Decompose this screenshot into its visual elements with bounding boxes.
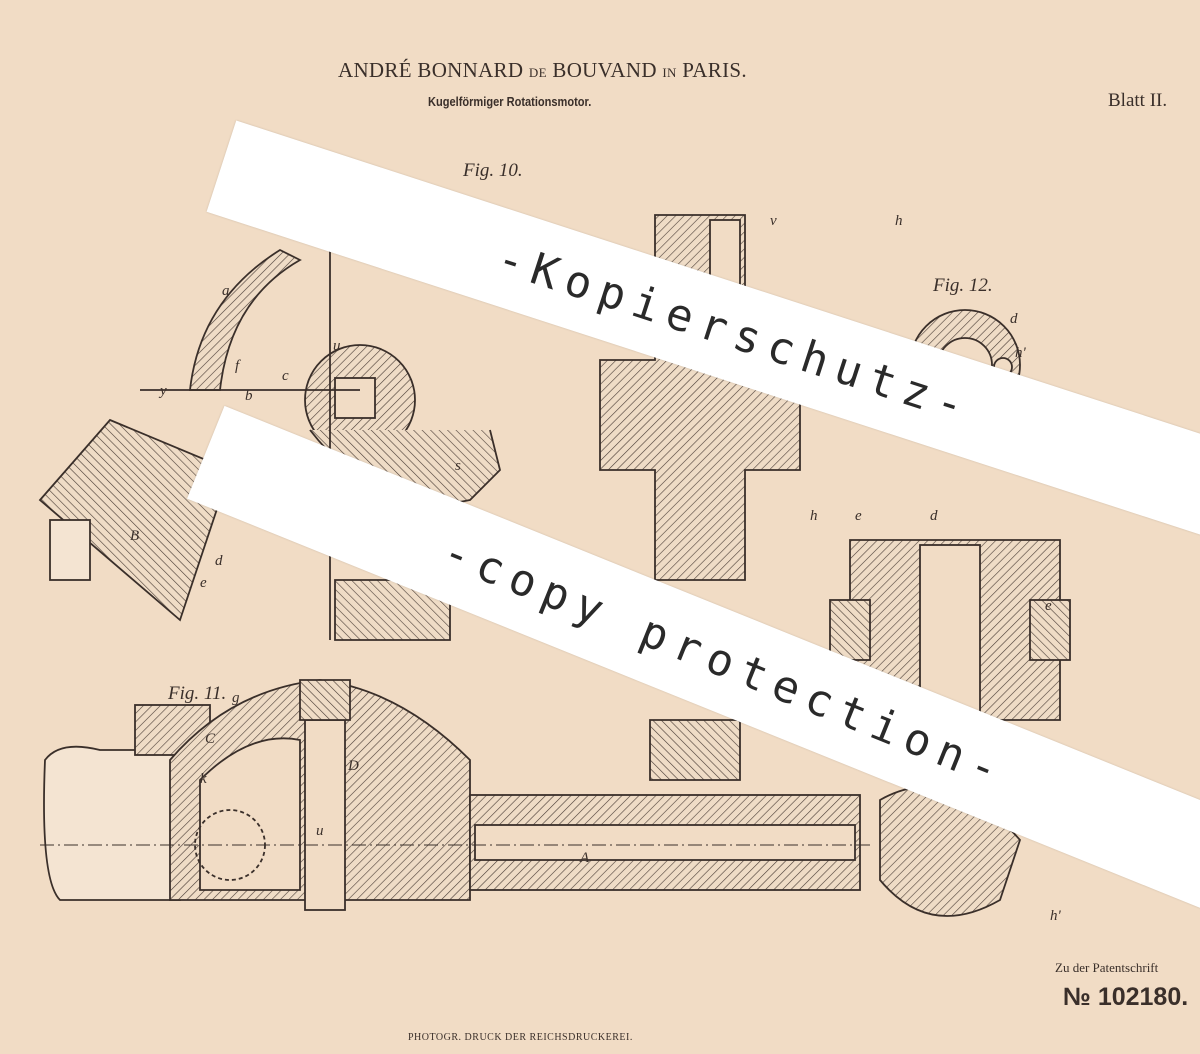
label-d2: d xyxy=(1010,311,1018,327)
figure-12-label: Fig. 12. xyxy=(933,275,993,296)
label-B: B xyxy=(130,528,139,544)
label-u2: u xyxy=(316,823,324,839)
label-C: C xyxy=(205,731,216,747)
sheet-number: Blatt II. xyxy=(1108,90,1168,111)
label-g: g xyxy=(232,690,240,706)
label-A: A xyxy=(579,850,590,866)
author-city: PARIS. xyxy=(682,58,747,82)
label-e2: e xyxy=(855,508,862,524)
label-D: D xyxy=(347,758,359,774)
patent-number: № 102180. xyxy=(1063,983,1189,1011)
label-y: y xyxy=(158,383,167,399)
author-name: ANDRÉ BONNARD xyxy=(338,58,524,82)
label-d3: d xyxy=(930,508,938,524)
label-c: c xyxy=(282,368,289,384)
patent-reference-label: Zu der Patentschrift xyxy=(1055,960,1159,975)
label-k: k xyxy=(200,771,207,787)
patent-author: ANDRÉ BONNARD DE BOUVAND IN PARIS. xyxy=(338,58,747,83)
label-e3: e xyxy=(1045,598,1052,614)
label-f: f xyxy=(235,358,241,374)
figure-11-drawing xyxy=(40,679,870,911)
label-s: s xyxy=(455,458,461,474)
label-h-prime: h' xyxy=(1015,345,1027,361)
author-particle: DE xyxy=(528,65,547,80)
printer-credit: PHOTOGR. DRUCK DER REICHSDRUCKEREI. xyxy=(408,1032,633,1043)
label-h3: h' xyxy=(1050,908,1062,924)
label-v: v xyxy=(770,213,777,229)
author-in: IN xyxy=(662,65,677,80)
patent-subtitle: Kugelförmiger Rotationsmotor. xyxy=(428,94,592,109)
figure-10-label: Fig. 10. xyxy=(463,160,523,181)
label-e: e xyxy=(200,575,207,591)
label-h2: h xyxy=(810,508,818,524)
label-b: b xyxy=(245,388,253,404)
label-d: d xyxy=(215,553,223,569)
label-a: a xyxy=(222,283,230,299)
author-surname: BOUVAND xyxy=(552,58,657,82)
label-h: h xyxy=(895,213,903,229)
label-u: u xyxy=(333,338,341,354)
figure-11-label: Fig. 11. xyxy=(168,683,227,704)
